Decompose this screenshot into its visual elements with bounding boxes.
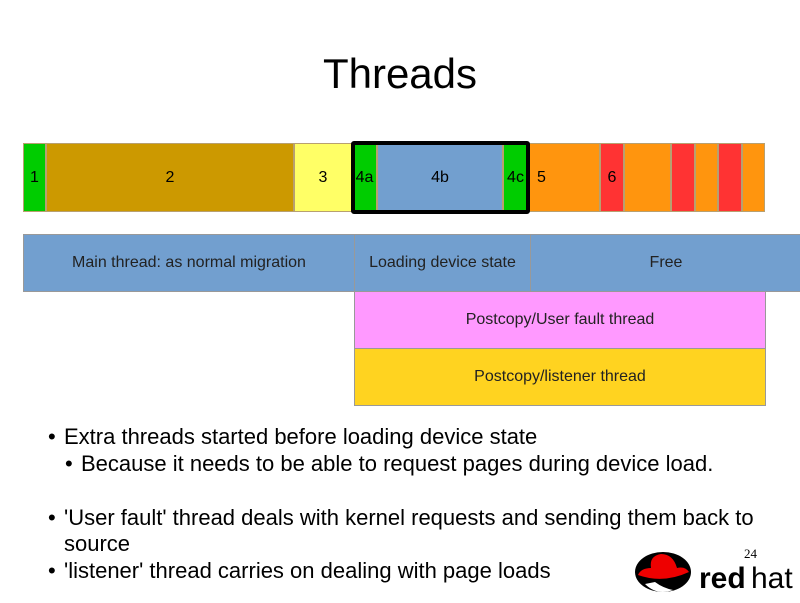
timeline-segment: 3	[294, 143, 352, 212]
timeline-segment: 4a	[352, 143, 377, 212]
page-number: 24	[744, 546, 757, 561]
svg-text:red: red	[699, 562, 746, 595]
timeline-segment	[624, 143, 671, 212]
redhat-shadowman-icon: red hat	[635, 552, 793, 595]
bullet-1-sub: Because it needs to be able to request p…	[65, 451, 731, 477]
svg-text:hat: hat	[751, 562, 793, 595]
slide-title: Threads	[322, 50, 478, 97]
timeline-segment: 1	[23, 143, 46, 212]
timeline-segment	[718, 143, 742, 212]
free-bar: Free	[530, 234, 800, 292]
bullet-1: Extra threads started before loading dev…	[48, 424, 764, 450]
timeline-segment	[695, 143, 718, 212]
timeline-segment: 4c	[503, 143, 528, 212]
loading-device-state-bar: Loading device state	[354, 234, 531, 292]
device-state-highlight-frame	[351, 141, 530, 214]
timeline-segment	[742, 143, 765, 212]
main-thread-bar: Main thread: as normal migration	[23, 234, 355, 292]
bullet-3: 'listener' thread carries on dealing wit…	[48, 558, 624, 584]
timeline-segment: 2	[46, 143, 294, 212]
listener-thread-bar: Postcopy/listener thread	[354, 348, 766, 406]
timeline-segment: 6	[600, 143, 624, 212]
timeline-segment: 5	[528, 143, 600, 212]
timeline-segment	[671, 143, 695, 212]
redhat-logo: red hat	[633, 548, 798, 598]
bullet-2: 'User fault' thread deals with kernel re…	[48, 505, 754, 557]
userfault-thread-bar: Postcopy/User fault thread	[354, 291, 766, 349]
